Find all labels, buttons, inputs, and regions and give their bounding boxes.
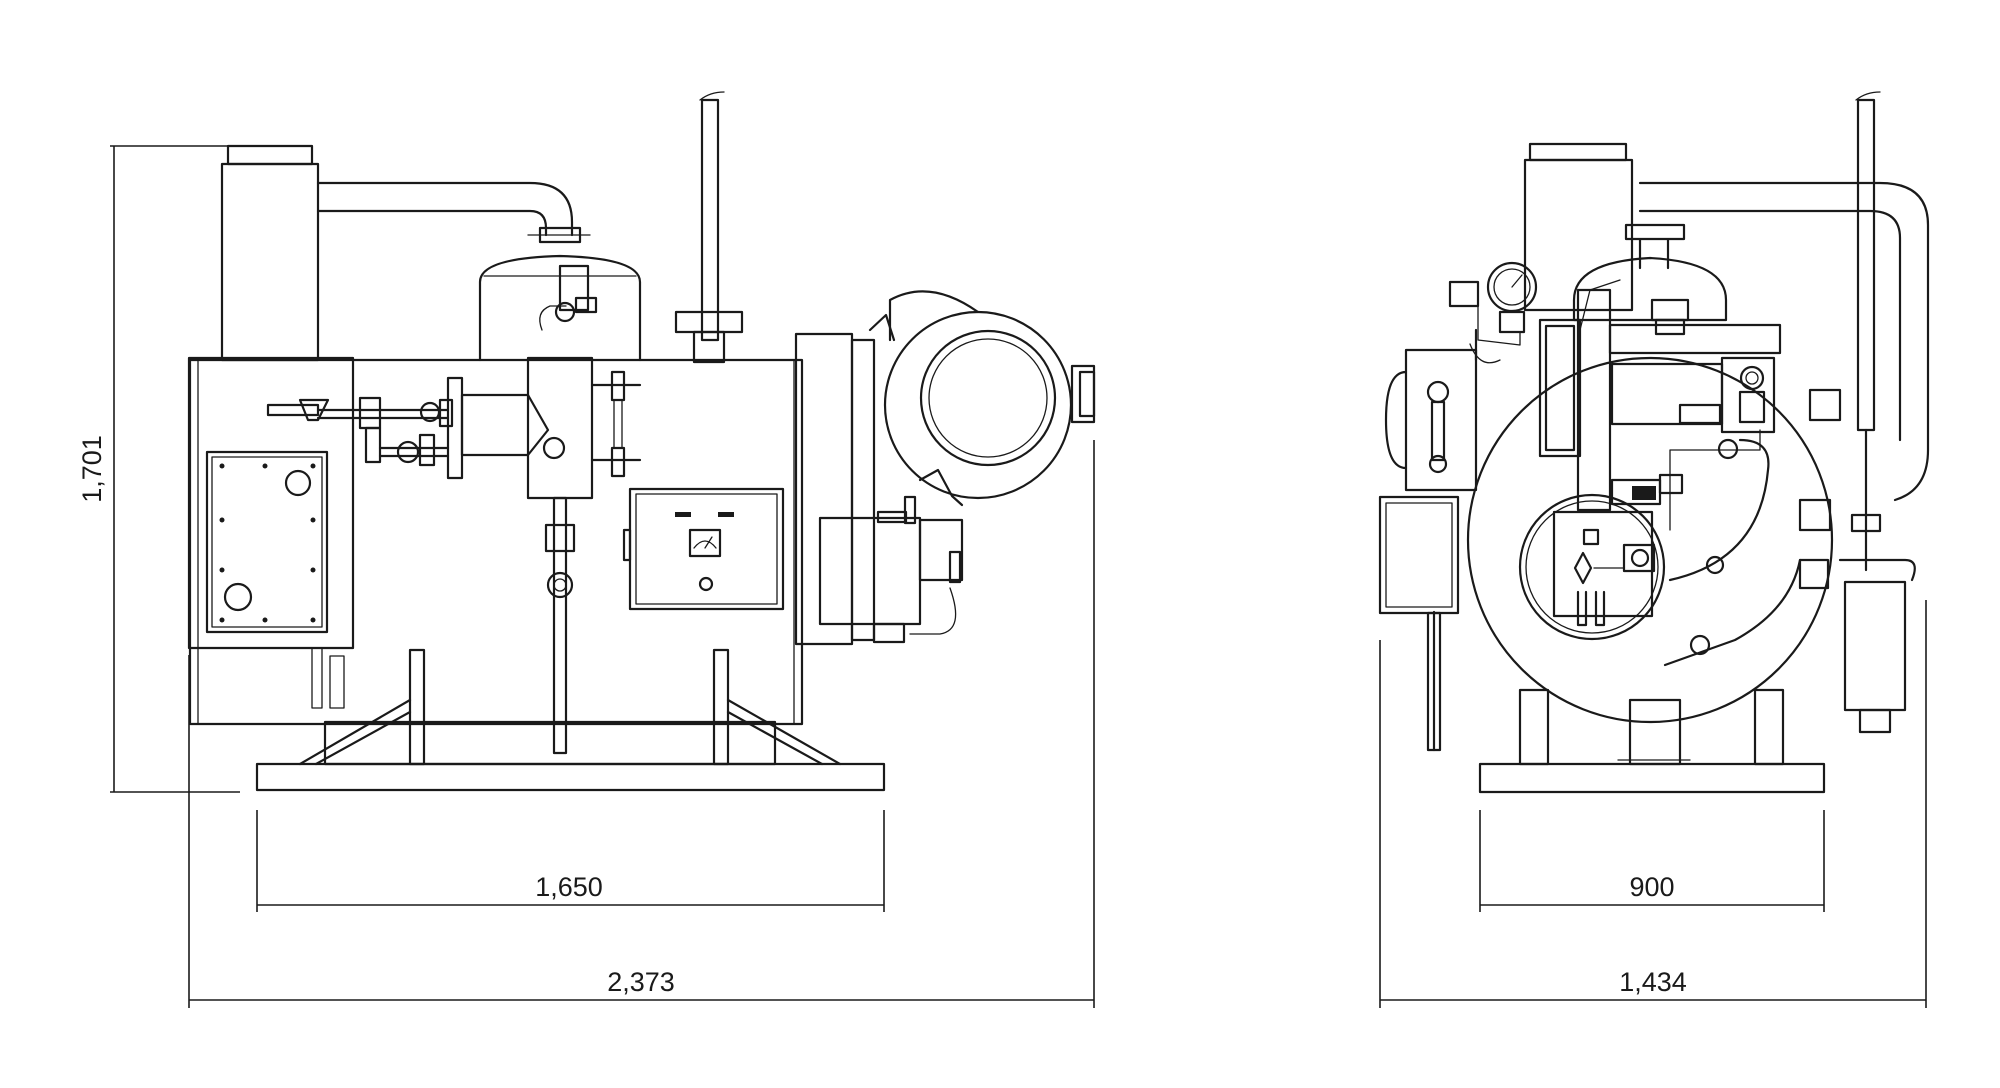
side-view	[187, 91, 1096, 792]
side-dimensions	[110, 145, 1095, 1008]
front-burner-plate	[1518, 493, 1666, 641]
side-base-skid	[255, 762, 886, 792]
front-view	[1378, 91, 1930, 794]
side-control-panel	[622, 487, 785, 611]
front-side-tank	[1843, 580, 1907, 712]
front-burner-tube	[1576, 288, 1612, 512]
front-exhaust-stack	[1523, 158, 1634, 312]
front-control-panel	[1378, 495, 1460, 615]
overall-length-dimension-label: 2,373	[607, 967, 675, 997]
front-base-skid	[1478, 762, 1826, 794]
front-left-flange	[1404, 348, 1478, 492]
side-steam-pipe	[316, 181, 574, 237]
front-dimensions	[1379, 600, 1927, 1008]
side-exhaust-stack	[220, 162, 320, 362]
side-water-column	[526, 356, 594, 500]
front-steam-dome	[1572, 256, 1728, 322]
side-lower-frame	[323, 720, 777, 766]
side-feed-valve-train	[266, 396, 454, 467]
side-steam-dome	[478, 254, 642, 362]
front-boiler-shell	[1466, 356, 1834, 724]
height-dimension-label: 1,701	[77, 435, 107, 503]
base-length-dimension-label: 1,650	[535, 872, 603, 902]
overall-width-dimension-label: 1,434	[1619, 967, 1687, 997]
side-access-door	[187, 356, 355, 650]
base-width-dimension-label: 900	[1629, 872, 1674, 902]
side-vent-pipe	[700, 98, 720, 342]
side-burner-assembly	[794, 290, 1096, 646]
